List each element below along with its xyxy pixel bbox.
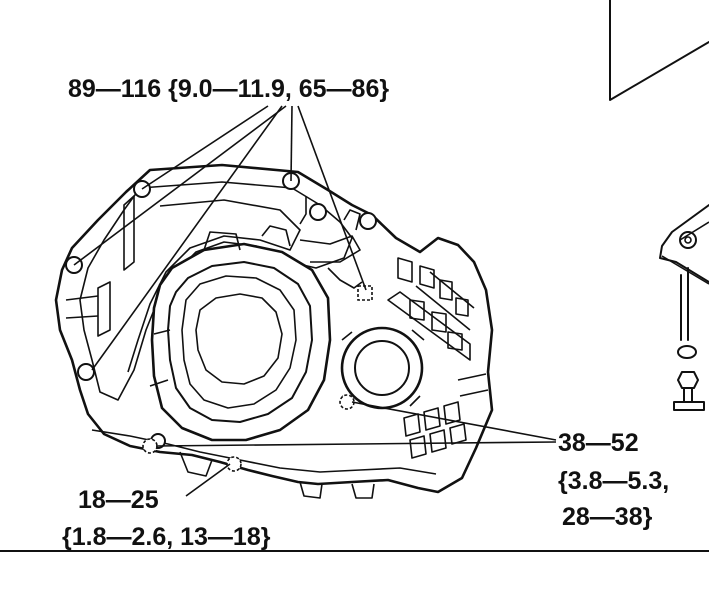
bolt-boss-icon (359, 212, 377, 230)
hidden-bolt-icon (339, 394, 355, 410)
top-torque-label: 89—116 {9.0—11.9, 65—86} (68, 75, 389, 103)
right-torque-label-2: {3.8—5.3, (558, 467, 669, 495)
right-torque-label-1: 38—52 (558, 429, 639, 457)
corner-panel (609, 0, 709, 101)
bolt-head-icon (677, 371, 699, 389)
left-torque-label-2: {1.8—2.6, 13—18} (62, 523, 271, 551)
bolt-boss-icon (77, 363, 95, 381)
transaxle-case (54, 163, 494, 499)
right-torque-label-3: 28—38} (562, 503, 653, 531)
hidden-bolt-icon (226, 456, 242, 472)
washer-icon (677, 345, 697, 359)
bracket-nut-icon (679, 231, 697, 249)
bolt-boss-icon (309, 203, 327, 221)
mount-bracket (659, 204, 709, 411)
hidden-bolt-icon (142, 438, 158, 454)
left-torque-label-1: 18—25 (78, 486, 159, 514)
leader-lines (73, 105, 557, 497)
